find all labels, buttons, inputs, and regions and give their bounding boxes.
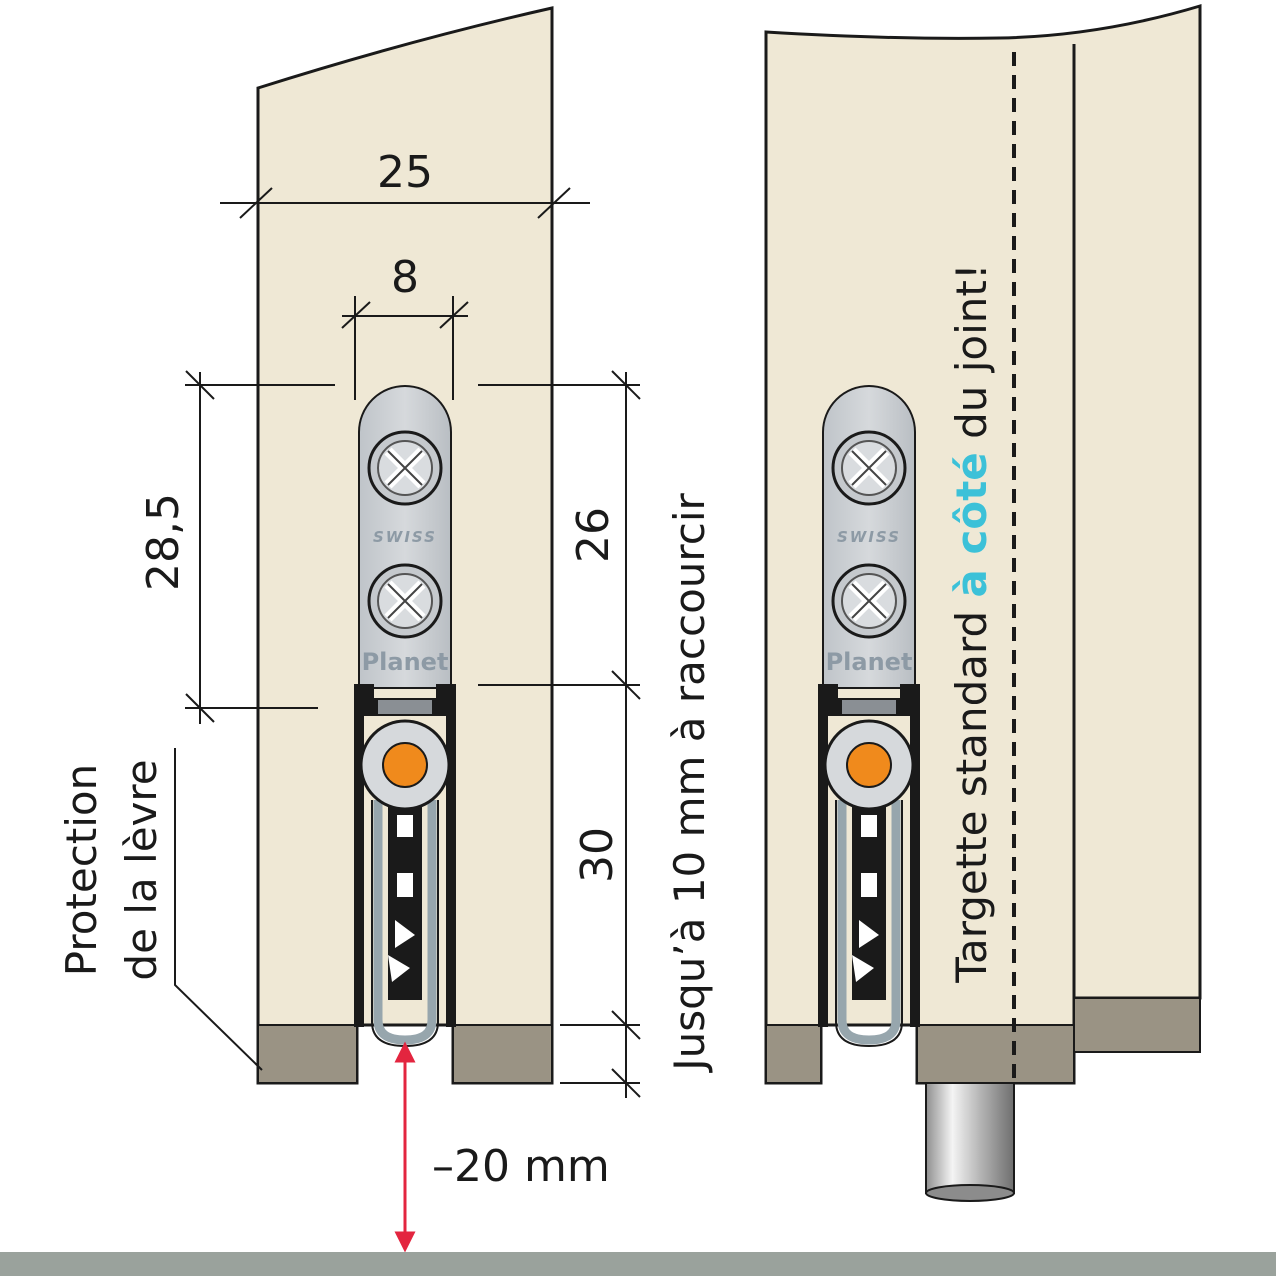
lip-protection-label-line2: de la lèvre <box>117 759 166 980</box>
standard-bolt-icon <box>925 1082 1015 1202</box>
mechanism-hook <box>388 955 410 982</box>
seal-lip <box>373 800 437 1045</box>
bolt-note-start: Targette standard <box>947 597 996 983</box>
gap-dimension: –20 mm <box>432 1141 610 1192</box>
bracket-height-dimension: 28,5 <box>138 493 189 591</box>
seal-lip-outline <box>835 800 903 1048</box>
right-door-edge-right <box>916 1024 1075 1084</box>
origin-label: SWISS <box>373 528 437 546</box>
origin-label: SWISS <box>837 528 901 546</box>
mechanism-hook <box>395 920 415 948</box>
frame-edge-bottom <box>1073 997 1201 1053</box>
screw-icon <box>367 430 443 506</box>
right-seal: SWISS Planet <box>818 385 920 1048</box>
adjuster-icon <box>359 719 451 811</box>
bolt-note-end: du joint! <box>947 263 996 452</box>
floor <box>0 1252 1276 1276</box>
shorten-note: Jusqu’à 10 mm à raccourcir <box>665 493 714 1074</box>
seal-clip <box>376 698 434 716</box>
lip-protection-label-line1: Protection <box>57 764 106 976</box>
left-seal: SWISS Planet <box>354 385 456 1048</box>
seal-lip <box>837 800 901 1045</box>
plate-height-dimension: 26 <box>568 507 619 563</box>
seal-height-dimension: 30 <box>572 827 623 883</box>
brand-label: Planet <box>362 648 449 676</box>
mechanism-hook <box>852 955 874 982</box>
seal-clip <box>840 698 898 716</box>
mechanism-hook <box>859 920 879 948</box>
bolt-note-highlight: à côté <box>947 452 996 597</box>
left-door-edge-right <box>452 1024 553 1084</box>
seal-width-dimension: 8 <box>391 252 419 303</box>
screw-icon <box>367 563 443 639</box>
right-door-edge-left <box>765 1024 822 1084</box>
brand-label: Planet <box>826 648 913 676</box>
mechanism-slot <box>861 815 877 837</box>
left-door-edge-left <box>257 1024 358 1084</box>
screw-icon <box>831 563 907 639</box>
mechanism-slot <box>397 873 413 897</box>
screw-icon <box>831 430 907 506</box>
mechanism-slot <box>397 815 413 837</box>
door-thickness-dimension: 25 <box>377 147 433 198</box>
dimension-lines-left <box>174 187 641 1098</box>
bolt-note: Targette standard à côté du joint! <box>947 263 996 983</box>
seal-assembly-left: SWISS Planet <box>354 385 456 1048</box>
adjuster-icon <box>823 719 915 811</box>
mechanism-slot <box>861 873 877 897</box>
